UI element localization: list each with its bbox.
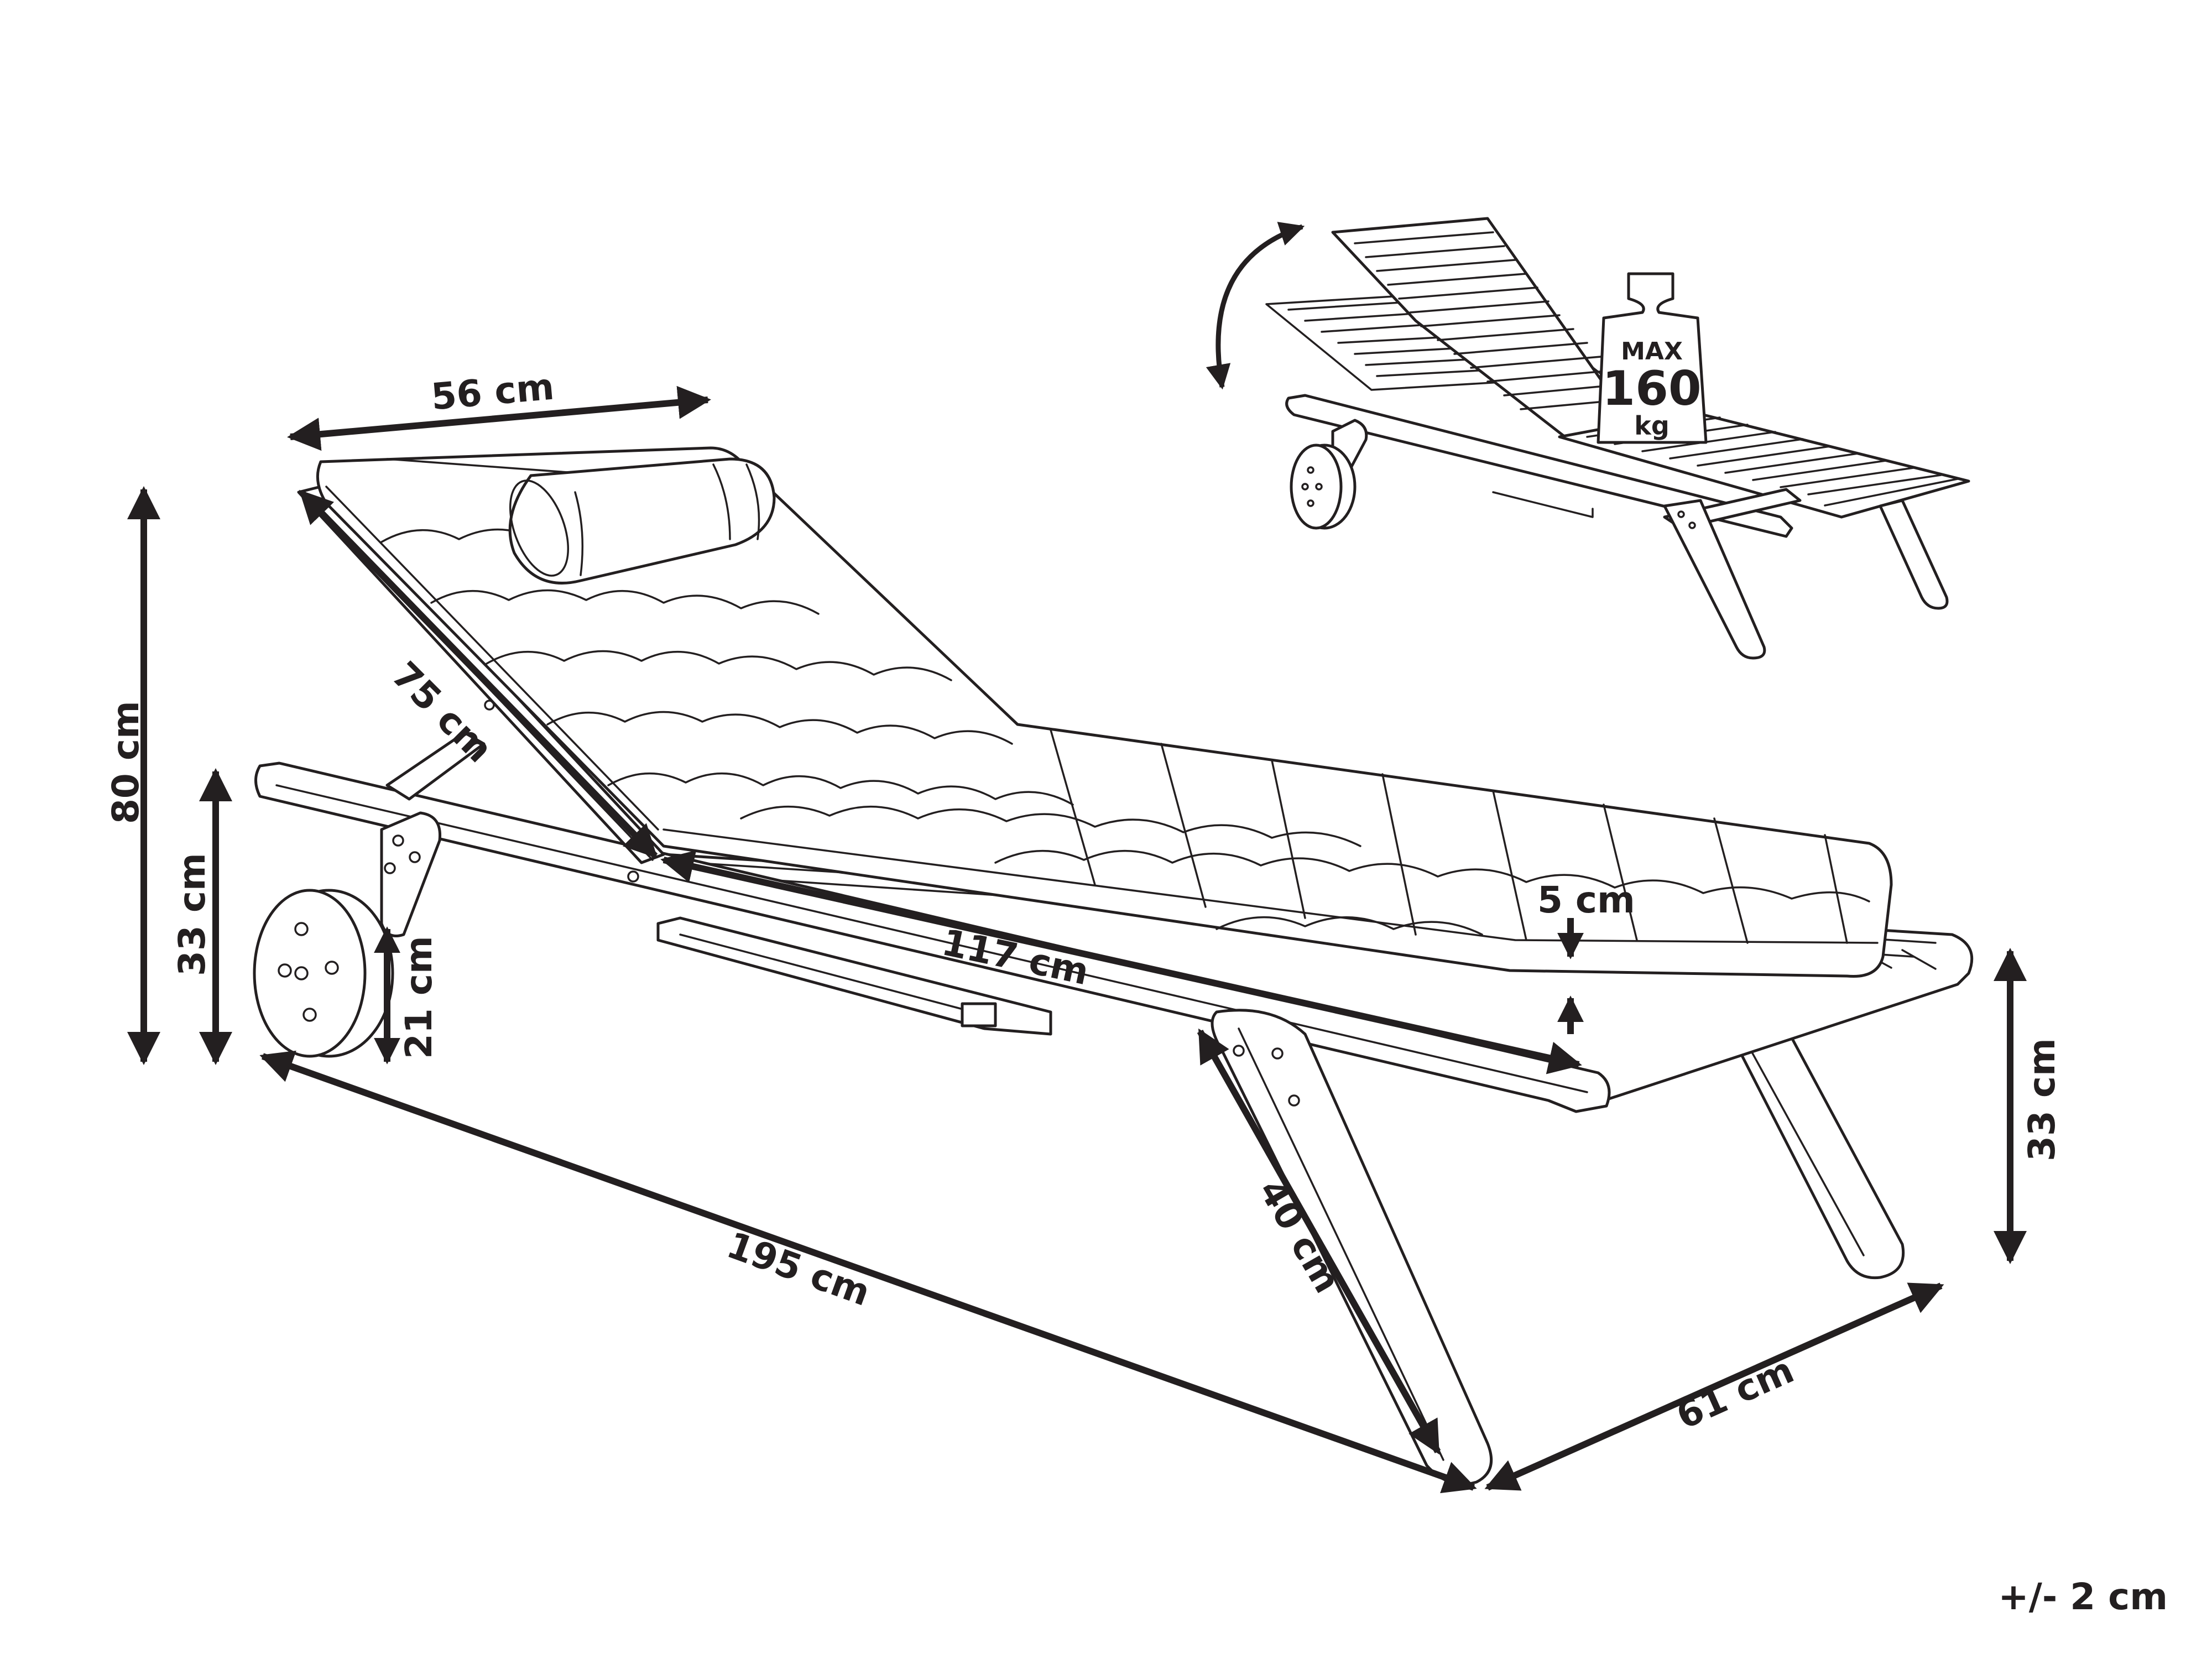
rear-leg-back <box>1726 1010 1905 1280</box>
dimension-wheel-height: 21 cm <box>374 926 440 1065</box>
cushion-thickness-label: 5 cm <box>1537 879 1635 921</box>
dimension-width-top: 56 cm <box>287 365 711 451</box>
reference-wheel <box>1290 419 1368 530</box>
wheel-height-label: 21 cm <box>398 936 440 1059</box>
weight-value-label: 160 <box>1602 361 1702 416</box>
reference-lounger: MAX 160 kg <box>1206 217 1970 660</box>
dimension-width-bottom: 61 cm <box>1484 1282 1944 1491</box>
width-top-label: 56 cm <box>430 365 556 418</box>
height-frame-label: 33 cm <box>171 853 213 976</box>
height-total-label: 80 cm <box>105 701 147 824</box>
dimension-cushion-thickness: 5 cm <box>1537 879 1635 1034</box>
dimension-height-frame: 33 cm <box>171 768 232 1065</box>
rotate-arrow-icon <box>1206 222 1305 390</box>
weight-icon: MAX 160 kg <box>1597 272 1708 444</box>
dimension-height-total: 80 cm <box>105 486 160 1065</box>
tolerance-note: +/- 2 cm <box>1998 1575 2168 1618</box>
total-length-label: 195 cm <box>722 1224 876 1314</box>
width-bottom-label: 61 cm <box>1670 1349 1800 1438</box>
leg-height-front-label: 33 cm <box>2021 1038 2063 1161</box>
weight-max-label: MAX <box>1621 337 1683 366</box>
dimension-leg-height-front: 33 cm <box>1994 948 2063 1264</box>
weight-unit-label: kg <box>1634 411 1670 441</box>
front-leg <box>1211 1009 1493 1486</box>
